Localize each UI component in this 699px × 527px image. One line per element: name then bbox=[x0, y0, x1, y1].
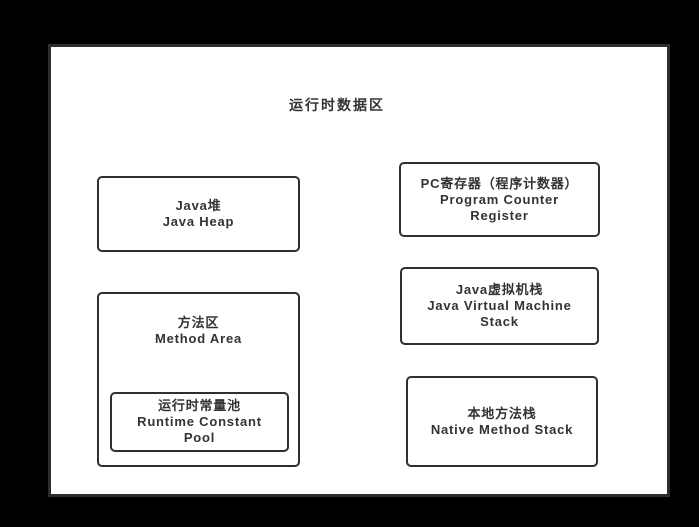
node-label-en: Native Method Stack bbox=[430, 421, 574, 437]
node-label-en: Java Virtual Machine Stack bbox=[427, 298, 572, 329]
node-label-zh: 本地方法栈 bbox=[467, 405, 537, 421]
node-label-zh: PC寄存器（程序计数器） bbox=[420, 175, 579, 191]
node-label-zh: Java虚拟机栈 bbox=[455, 282, 544, 297]
node-runtime-constant-pool: 运行时常量池 Runtime Constant Pool bbox=[110, 392, 289, 452]
node-jvm-stack: Java虚拟机栈 Java Virtual Machine Stack bbox=[400, 267, 599, 345]
diagram-title: 运行时数据区 bbox=[289, 97, 385, 113]
node-label-en: Program Counter Register bbox=[440, 191, 559, 223]
node-label-en: Java Heap bbox=[162, 214, 235, 229]
node-native-method-stack: 本地方法栈 Native Method Stack bbox=[406, 376, 598, 467]
node-label-zh: 运行时常量池 bbox=[158, 398, 241, 413]
node-label-zh: 方法区 bbox=[177, 315, 220, 330]
node-label-en: Method Area bbox=[154, 331, 243, 346]
node-java-heap: Java堆 Java Heap bbox=[97, 176, 300, 252]
node-pc-register: PC寄存器（程序计数器） Program Counter Register bbox=[399, 162, 600, 237]
node-label-zh: Java堆 bbox=[175, 198, 222, 213]
node-label-en: Runtime Constant Pool bbox=[137, 414, 262, 445]
